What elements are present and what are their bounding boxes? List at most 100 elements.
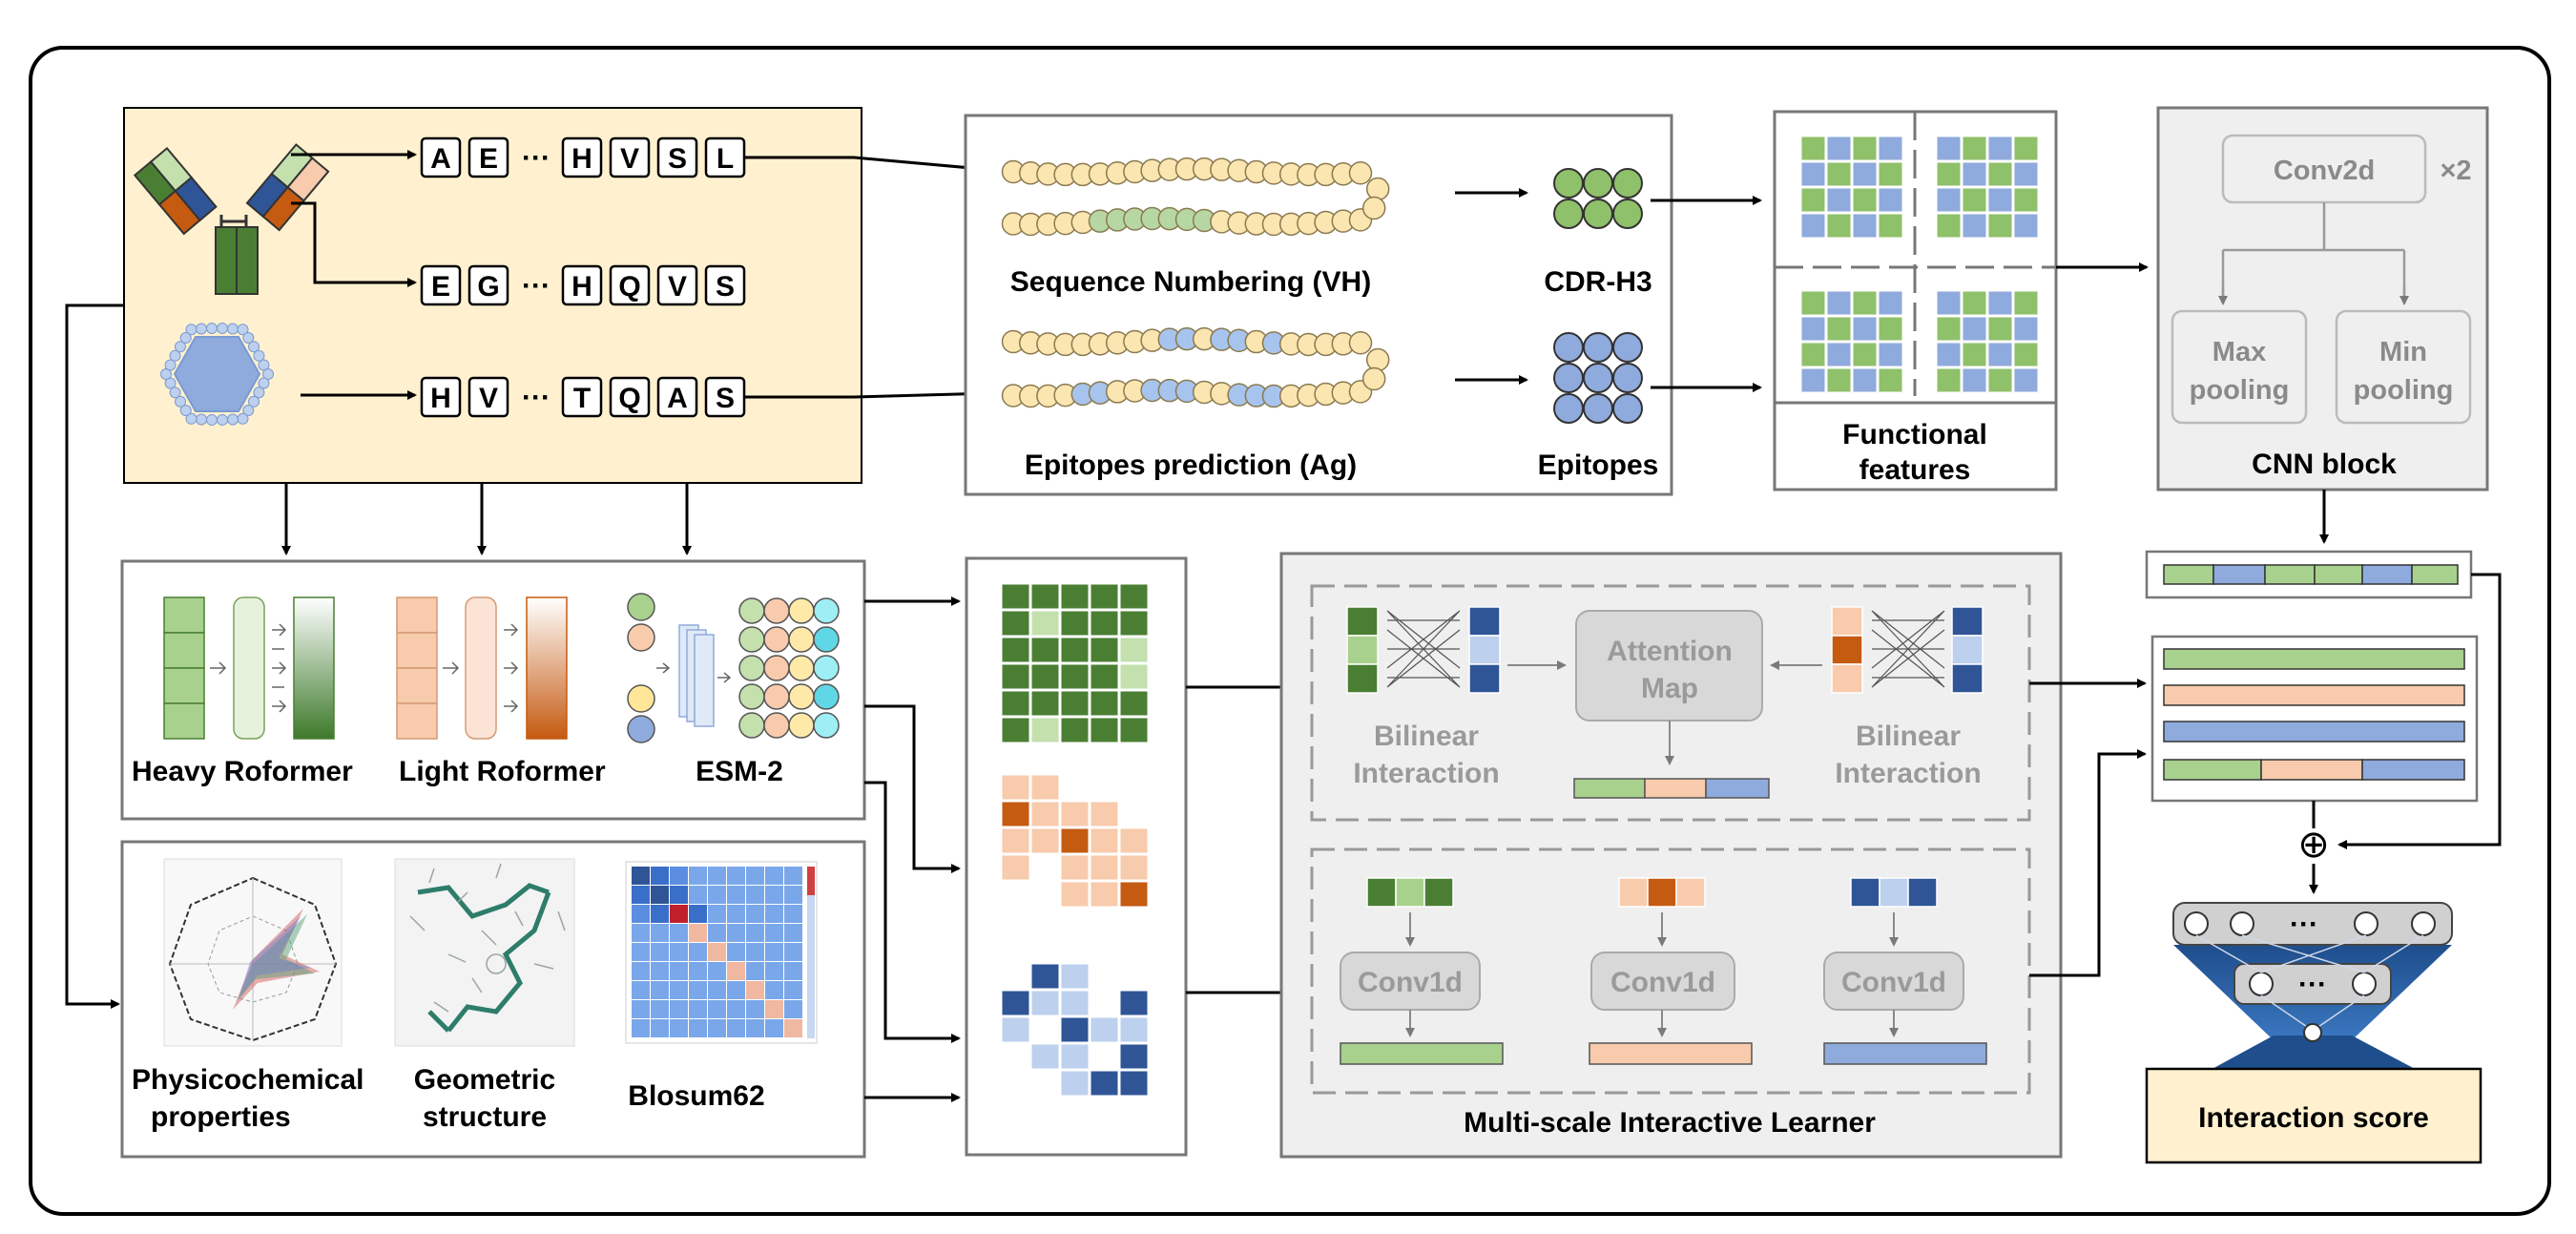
feature-map-cell (1936, 187, 1962, 213)
esm-embedding-node (813, 683, 840, 710)
light-roformer-icon (396, 596, 568, 740)
blosum-cell (784, 943, 802, 961)
blosum-cell (727, 1019, 745, 1037)
esm-embedding-node (763, 683, 790, 710)
heavy-embedding-matrix-cell (1119, 663, 1149, 690)
antigen-hex-bead (258, 359, 270, 371)
blosum-cell (632, 943, 650, 961)
input-panel: A E ··· H V S L E G ··· H Q V (123, 107, 862, 484)
heavy-embedding-matrix-cell (1001, 690, 1030, 717)
antigen-hex-bead (205, 413, 218, 426)
blosum-cell (784, 905, 802, 923)
interaction-score-label: Interaction score (2198, 1102, 2429, 1134)
feature-map-cell (1878, 136, 1903, 161)
blosum-cell (708, 943, 726, 961)
bilinear-left-label-2: Interaction (1353, 758, 1499, 789)
heavy-embedding-matrix-cell (1090, 583, 1119, 610)
conv1d-antigen-unit: Conv1d (1823, 877, 1987, 1065)
blosum-cell (784, 1019, 802, 1037)
antigen-hex-bead (179, 405, 192, 417)
heavy-res-6: L (717, 143, 734, 175)
esm-embedding-node (763, 626, 790, 653)
feature-map-cell (1852, 187, 1878, 213)
antigen-embedding-matrix-cell (1090, 1070, 1119, 1097)
blosum-cell (784, 1000, 802, 1018)
heavy-embedding-matrix-cell (1060, 663, 1090, 690)
blosum-cell (727, 943, 745, 961)
epitopes-prediction-label: Epitopes prediction (Ag) (1025, 450, 1357, 481)
light-res-5: V (668, 271, 687, 303)
conv2d-label: Conv2d (2274, 156, 2375, 186)
feature-map-cell (1826, 136, 1852, 161)
blosum62-label: Blosum62 (628, 1080, 764, 1112)
heavy-embedding-matrix-cell (1001, 583, 1030, 610)
blosum-cell (651, 962, 669, 980)
blosum-cell (765, 1019, 783, 1037)
blosum-cell (746, 905, 764, 923)
max-pooling-label-1: Max (2212, 337, 2266, 367)
blosum-cell (670, 981, 688, 999)
physicochemical-label-2: properties (151, 1101, 291, 1133)
feature-map-cell (1800, 342, 1826, 367)
light-res-2: G (477, 271, 499, 303)
heavy-embedding-matrix-cell (1060, 690, 1090, 717)
antigen-hex-bead (179, 331, 192, 344)
feature-map-cell (2013, 342, 2039, 367)
blosum-cell (632, 962, 650, 980)
antigen-res-2: V (479, 383, 498, 414)
antigen-ellipsis: ··· (522, 382, 551, 413)
light-embedding-matrix-cell (1119, 881, 1149, 908)
feature-map-cell (2013, 316, 2039, 342)
heavy-embedding-matrix-cell (1060, 717, 1090, 743)
antigen-bead (1365, 347, 1390, 372)
conv1d-antigen-label: Conv1d (1841, 967, 1946, 998)
attention-map-label-2: Map (1641, 673, 1698, 704)
antigen-embedding-matrix-cell (1001, 990, 1030, 1016)
blosum-cell (632, 886, 650, 904)
bilinear-right-label-1: Bilinear (1856, 721, 1961, 752)
blosum-cell (670, 1000, 688, 1018)
blosum-cell (727, 886, 745, 904)
interaction-score-box (2145, 1067, 2483, 1164)
blosum-cell (765, 867, 783, 885)
antigen-embedding-matrix-cell (1030, 990, 1060, 1016)
conv1d-heavy-label: Conv1d (1358, 967, 1463, 998)
feature-map-cell (1936, 136, 1962, 161)
interaction-feature-stack (2150, 635, 2479, 803)
antigen-hex-bead (242, 331, 255, 344)
esm-embedding-node (738, 626, 765, 653)
heavy-embedding-matrix-cell (1030, 663, 1060, 690)
functional-features-label-1: Functional (1842, 419, 1987, 450)
antigen-hex-bead (237, 324, 249, 336)
antigen-hex-bead (248, 341, 260, 353)
feature-map-cell (1852, 342, 1878, 367)
antigen-hex-bead (226, 323, 239, 335)
min-pooling-label-2: pooling (2354, 375, 2454, 406)
heavy-embedding-matrix-cell (1090, 610, 1119, 637)
feature-map-cell (1800, 161, 1826, 187)
heavy-embedding-matrix-cell (1030, 717, 1060, 743)
feature-map-cell (1800, 213, 1826, 239)
antigen-hex-bead (174, 395, 186, 408)
embedding-matrices-box (965, 556, 1188, 1157)
esm-embedding-node (813, 712, 840, 739)
blosum-cell (746, 1000, 764, 1018)
blosum-cell (670, 886, 688, 904)
heavy-roformer-icon (163, 596, 335, 740)
sequence-processing-box: Sequence Numbering (VH) Epitopes predict… (964, 114, 1673, 496)
blosum-cell (651, 924, 669, 942)
heavy-embedding-matrix-cell (1030, 690, 1060, 717)
arrow-antigen-to-epitope (744, 388, 994, 399)
feature-map-cell (1826, 367, 1852, 393)
heavy-embedding-matrix-cell (1030, 610, 1060, 637)
bilinear-right-icon (1831, 606, 1984, 694)
antigen-embedding-matrix-cell (1119, 1043, 1149, 1070)
blosum-cell (651, 1000, 669, 1018)
antigen-embedding-matrix-cell (1030, 1043, 1060, 1070)
blosum-cell (689, 981, 707, 999)
attention-map-label-1: Attention (1607, 636, 1733, 667)
light-embedding-matrix-cell (1001, 827, 1030, 854)
antigen-hex-bead (262, 368, 274, 380)
multiscale-learner-label: Multi-scale Interactive Learner (1464, 1107, 1876, 1139)
